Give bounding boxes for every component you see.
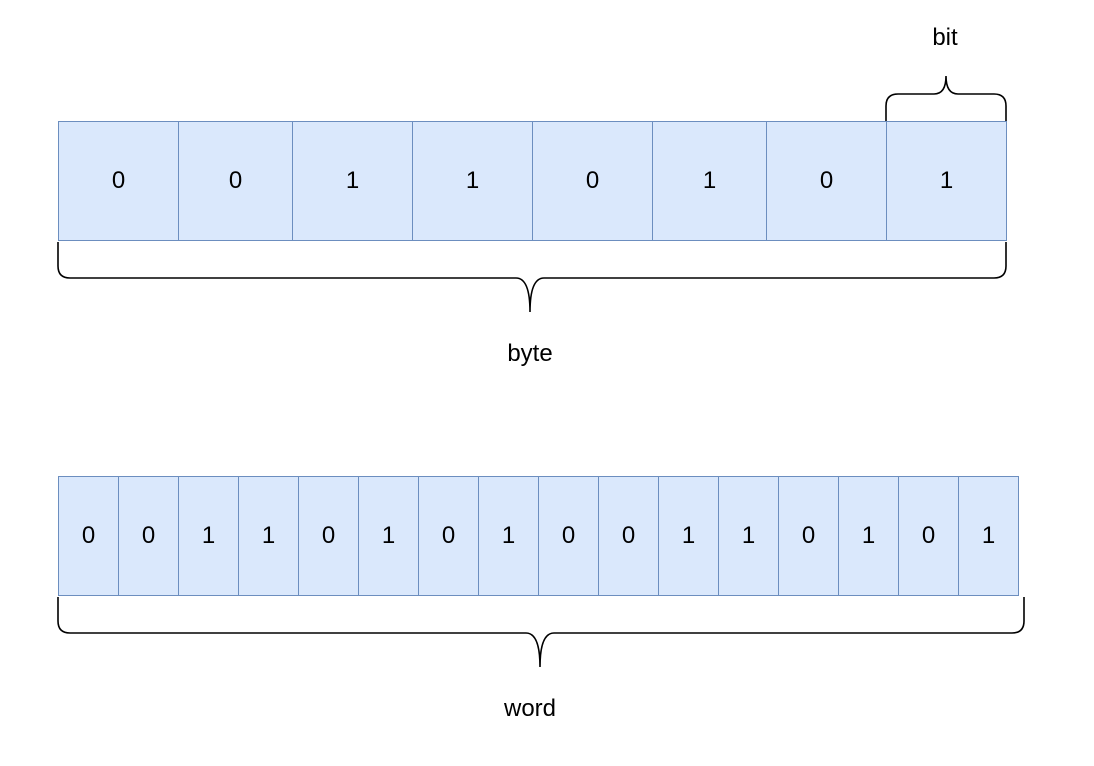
byte-bit-cell: 1 — [412, 121, 533, 241]
word-bit-cell: 0 — [898, 476, 959, 596]
bit-brace — [885, 75, 1007, 122]
byte-bit-cell: 0 — [58, 121, 179, 241]
byte-bit-cell: 0 — [532, 121, 653, 241]
word-bit-cell: 1 — [238, 476, 299, 596]
word-bit-cell: 1 — [958, 476, 1019, 596]
byte-bit-cell: 1 — [652, 121, 767, 241]
word-bit-cell: 1 — [178, 476, 239, 596]
byte-bit-cell: 1 — [886, 121, 1007, 241]
word-bit-cell: 1 — [658, 476, 719, 596]
word-bit-cell: 0 — [58, 476, 119, 596]
bit-label: bit — [932, 24, 958, 51]
word-bit-cell: 1 — [358, 476, 419, 596]
word-bit-cell: 0 — [118, 476, 179, 596]
word-bit-cell: 1 — [838, 476, 899, 596]
word-bit-cell: 0 — [298, 476, 359, 596]
word-bit-cell: 0 — [598, 476, 659, 596]
byte-bit-cell: 0 — [178, 121, 293, 241]
word-bit-cell: 1 — [718, 476, 779, 596]
byte-bit-cell: 0 — [766, 121, 887, 241]
word-bit-cell: 1 — [478, 476, 539, 596]
word-bit-cell: 0 — [538, 476, 599, 596]
word-bit-cell: 0 — [778, 476, 839, 596]
byte-bit-cell: 1 — [292, 121, 413, 241]
byte-label: byte — [507, 340, 553, 367]
word-brace — [57, 597, 1025, 668]
word-label: word — [503, 695, 557, 722]
word-bit-cell: 0 — [418, 476, 479, 596]
byte-brace — [57, 242, 1007, 313]
